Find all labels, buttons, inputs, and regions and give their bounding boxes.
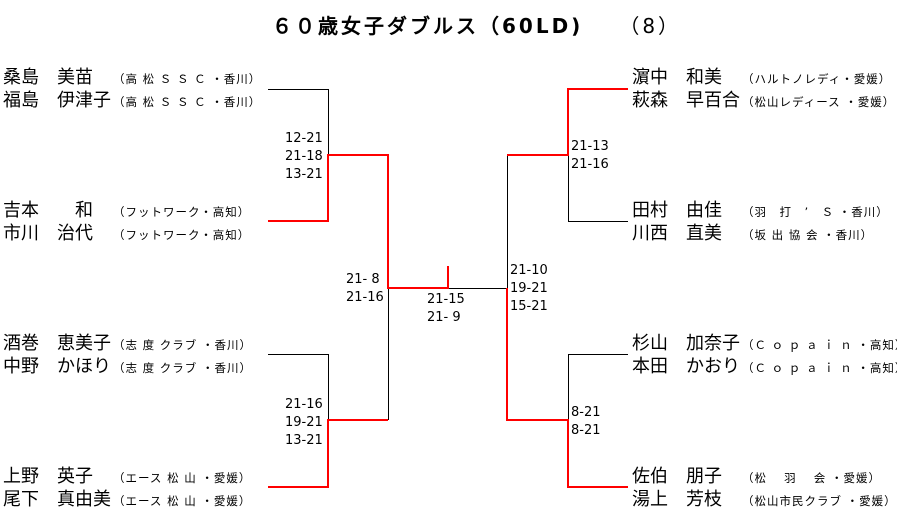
player-name: 川西 直美 xyxy=(632,223,722,244)
score-left-r1-bottom: 21-16 19-21 13-21 xyxy=(285,397,323,448)
title-text: ６０歳女子ダブルス（60LD) xyxy=(272,14,584,38)
line-right-2 xyxy=(568,155,628,222)
winner-left-2 xyxy=(268,154,449,289)
player-name: 本田 かおり xyxy=(632,356,740,377)
player-name: 尾下 真由美 xyxy=(3,489,111,510)
winner-right-semi xyxy=(506,288,628,488)
player-right-1a: 濵中 和美 （ハルトノレディ・愛媛） xyxy=(632,66,891,89)
score-left-r1-top: 12-21 21-18 13-21 xyxy=(285,131,323,182)
player-left-1a: 桑島 美苗 （高 松 Ｓ Ｓ Ｃ ・香川） xyxy=(3,66,261,89)
score-final: 21-15 21- 9 xyxy=(427,292,465,325)
player-left-3a: 酒巻 恵美子（志 度 クラブ ・香川） xyxy=(3,332,252,355)
draw-size: （8） xyxy=(619,14,682,38)
score-right-r1-bottom: 8-21 8-21 xyxy=(571,405,601,438)
player-right-4b: 湯上 芳枝 （松山市民クラブ ・愛媛） xyxy=(632,488,897,511)
score-left-semi: 21- 8 21-16 xyxy=(346,272,384,305)
page-title: ６０歳女子ダブルス（60LD) （8） xyxy=(272,10,681,39)
player-affiliation: （松 羽 会 ・愛媛） xyxy=(742,471,881,485)
player-left-3b: 中野 かほり（志 度 クラブ ・香川） xyxy=(3,355,252,378)
line-final-right xyxy=(448,154,568,289)
player-right-2a: 田村 由佳 （羽 打 ’ Ｓ ・香川） xyxy=(632,199,889,222)
player-affiliation: （松山レディース ・愛媛） xyxy=(742,95,896,109)
player-left-4a: 上野 英子 （エース 松 山 ・愛媛） xyxy=(3,465,251,488)
player-name: 中野 かほり xyxy=(3,356,111,377)
player-name: 田村 由佳 xyxy=(632,200,722,221)
player-name: 上野 英子 xyxy=(3,466,93,487)
line-left-3 xyxy=(268,354,329,420)
player-name: 佐伯 朋子 xyxy=(632,466,722,487)
player-name: 濵中 和美 xyxy=(632,67,722,88)
player-affiliation: （志 度 クラブ ・香川） xyxy=(113,338,252,352)
winner-left-4 xyxy=(268,419,388,488)
player-left-4b: 尾下 真由美（エース 松 山 ・愛媛） xyxy=(3,488,251,511)
player-name: 湯上 芳枝 xyxy=(632,489,722,510)
player-affiliation: （フットワーク・高知） xyxy=(113,205,251,219)
player-name: 萩森 早百合 xyxy=(632,90,740,111)
score-right-semi: 21-10 19-21 15-21 xyxy=(510,263,548,314)
winner-right-1 xyxy=(507,88,628,156)
player-name: 桑島 美苗 xyxy=(3,67,93,88)
player-name: 酒巻 恵美子 xyxy=(3,333,111,354)
player-left-2a: 吉本 和 （フットワーク・高知） xyxy=(3,199,250,222)
score-right-r1-top: 21-13 21-16 xyxy=(571,139,609,172)
player-affiliation: （Ｃ ｏ ｐ ａ ｉ ｎ ・高知） xyxy=(742,361,897,375)
player-affiliation: （Ｃ ｏ ｐ ａ ｉ ｎ ・高知） xyxy=(742,338,897,352)
player-right-4a: 佐伯 朋子 （松 羽 会 ・愛媛） xyxy=(632,465,881,488)
player-affiliation: （志 度 クラブ ・香川） xyxy=(113,361,252,375)
player-affiliation: （ハルトノレディ・愛媛） xyxy=(742,72,892,86)
player-affiliation: （エース 松 山 ・愛媛） xyxy=(113,471,252,485)
player-name: 市川 治代 xyxy=(3,223,93,244)
player-left-1b: 福島 伊津子（高 松 Ｓ Ｓ Ｃ ・香川） xyxy=(3,89,261,112)
player-name: 杉山 加奈子 xyxy=(632,333,740,354)
player-right-3b: 本田 かおり（Ｃ ｏ ｐ ａ ｉ ｎ ・高知） xyxy=(632,355,897,378)
player-left-2b: 市川 治代 （フットワーク・高知） xyxy=(3,222,250,245)
player-affiliation: （高 松 Ｓ Ｓ Ｃ ・香川） xyxy=(113,72,262,86)
player-right-2b: 川西 直美 （坂 出 協 会 ・香川） xyxy=(632,222,873,245)
player-name: 吉本 和 xyxy=(3,200,93,221)
player-affiliation: （エース 松 山 ・愛媛） xyxy=(113,494,252,508)
player-name: 福島 伊津子 xyxy=(3,90,111,111)
player-affiliation: （坂 出 協 会 ・香川） xyxy=(742,228,874,242)
player-right-1b: 萩森 早百合（松山レディース ・愛媛） xyxy=(632,89,895,112)
line-right-3 xyxy=(568,354,628,420)
player-affiliation: （松山市民クラブ ・愛媛） xyxy=(742,494,897,508)
player-affiliation: （羽 打 ’ Ｓ ・香川） xyxy=(742,205,889,219)
player-right-3a: 杉山 加奈子（Ｃ ｏ ｐ ａ ｉ ｎ ・高知） xyxy=(632,332,897,355)
player-affiliation: （フットワーク・高知） xyxy=(113,228,251,242)
player-affiliation: （高 松 Ｓ Ｓ Ｃ ・香川） xyxy=(113,95,262,109)
line-left-1 xyxy=(268,89,329,155)
